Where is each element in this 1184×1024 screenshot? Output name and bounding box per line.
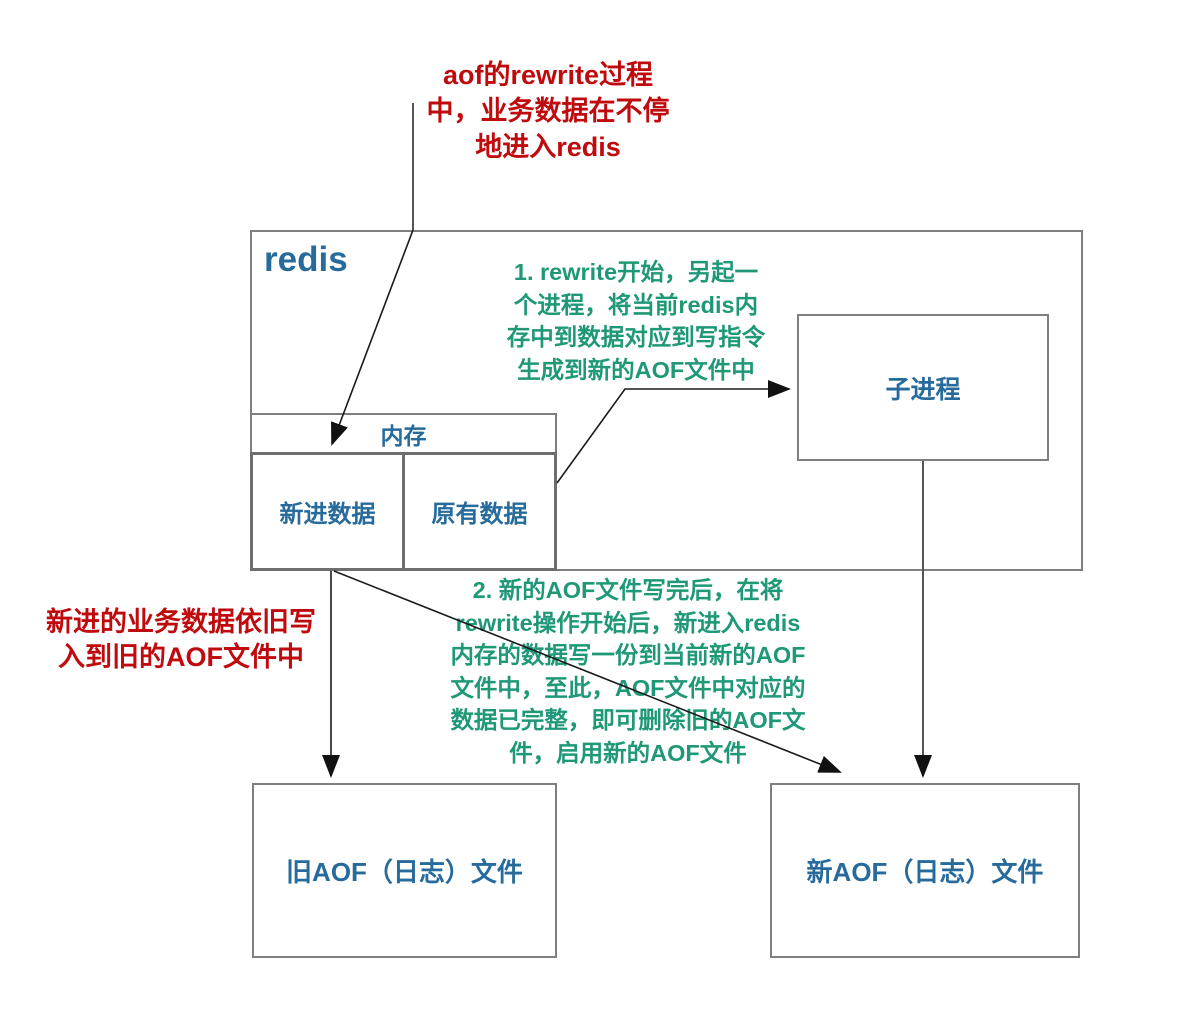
- step1-note: 1. rewrite开始，另起一 个进程，将当前redis内 存中到数据对应到写…: [506, 259, 766, 383]
- redis-box: [250, 230, 1083, 571]
- new-data-label: 新进数据: [279, 501, 376, 528]
- new-data-cell: 新进数据: [253, 455, 405, 568]
- old-data-cell: 原有数据: [405, 455, 554, 568]
- step2-note: 2. 新的AOF文件写完后，在将 rewrite操作开始后，新进入redis 内…: [450, 577, 806, 766]
- left-note: 新进的业务数据依旧写 入到旧的AOF文件中: [46, 607, 316, 672]
- old-aof-label: 旧AOF（日志）文件: [286, 857, 523, 887]
- old-data-label: 原有数据: [431, 501, 528, 528]
- old-aof-box: 旧AOF（日志）文件: [252, 783, 557, 958]
- redis-label: redis: [264, 240, 348, 279]
- child-process-label: 子进程: [885, 375, 961, 404]
- child-process-box: 子进程: [797, 314, 1049, 461]
- top-note: aof的rewrite过程 中，业务数据在不停 地进入redis: [426, 60, 670, 162]
- memory-label: 内存: [380, 422, 427, 449]
- memory-box: 内存: [250, 413, 557, 454]
- new-aof-box: 新AOF（日志）文件: [770, 783, 1080, 958]
- new-aof-label: 新AOF（日志）文件: [806, 857, 1044, 887]
- memory-cells-row: 新进数据 原有数据: [250, 452, 557, 571]
